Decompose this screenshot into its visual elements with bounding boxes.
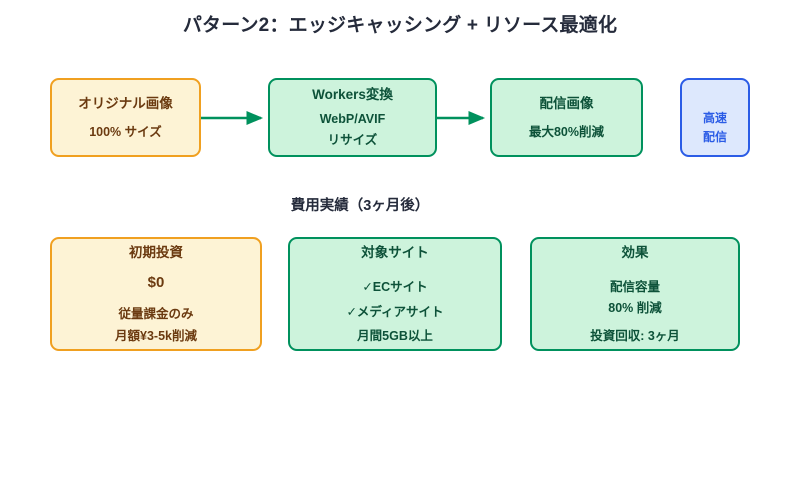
card-effect-metric-label: 配信容量 <box>609 280 660 295</box>
card-target-sites-head: 対象サイト <box>361 244 429 260</box>
flow-node-fast-delivery[interactable]: 高速 配信 <box>680 78 750 157</box>
section-title-cost-results: 費用実績（3ヶ月後） <box>290 198 430 214</box>
card-target-sites-item-1: ✓ECサイト <box>362 280 428 295</box>
card-effect-metric-value: 80% 削減 <box>608 300 662 315</box>
flow-node-workers-transform-title: Workers変換 <box>312 87 393 103</box>
card-initial-investment-note-2: 月額¥3-5k削減 <box>115 328 197 343</box>
flow-node-delivery-image[interactable]: 配信画像 最大80%削減 <box>490 78 643 157</box>
card-initial-investment-amount: $0 <box>147 274 165 292</box>
card-effect[interactable]: 効果 配信容量 80% 削減 投資回収: 3ヶ月 <box>530 237 740 351</box>
flow-node-original-image-sub: 100% サイズ <box>89 124 162 139</box>
card-target-sites-item-2: ✓メディアサイト <box>346 304 444 319</box>
card-effect-head: 効果 <box>621 244 649 260</box>
flow-node-workers-transform[interactable]: Workers変換 WebP/AVIF リサイズ <box>268 78 437 157</box>
flow-node-fast-delivery-line2: 配信 <box>702 129 727 144</box>
card-effect-payback: 投資回収: 3ヶ月 <box>590 328 680 343</box>
flow-node-delivery-image-title: 配信画像 <box>539 96 594 112</box>
card-initial-investment-head: 初期投資 <box>129 244 183 260</box>
card-initial-investment[interactable]: 初期投資 $0 従量課金のみ 月額¥3-5k削減 <box>50 237 262 351</box>
page-title: パターン2：エッジキャッシング + リソース最適化 <box>182 15 618 36</box>
flow-node-original-image[interactable]: オリジナル画像 100% サイズ <box>50 78 201 157</box>
flow-node-fast-delivery-line1: 高速 <box>702 110 727 125</box>
card-initial-investment-note-1: 従量課金のみ <box>118 306 194 321</box>
flow-node-workers-transform-sub2: リサイズ <box>327 133 378 148</box>
card-target-sites[interactable]: 対象サイト ✓ECサイト ✓メディアサイト 月間5GB以上 <box>288 237 502 351</box>
flow-node-original-image-title: オリジナル画像 <box>78 96 173 112</box>
flow-node-delivery-image-sub: 最大80%削減 <box>528 124 605 139</box>
card-target-sites-item-3: 月間5GB以上 <box>357 328 433 343</box>
flow-node-workers-transform-sub: WebP/AVIF <box>319 111 386 126</box>
